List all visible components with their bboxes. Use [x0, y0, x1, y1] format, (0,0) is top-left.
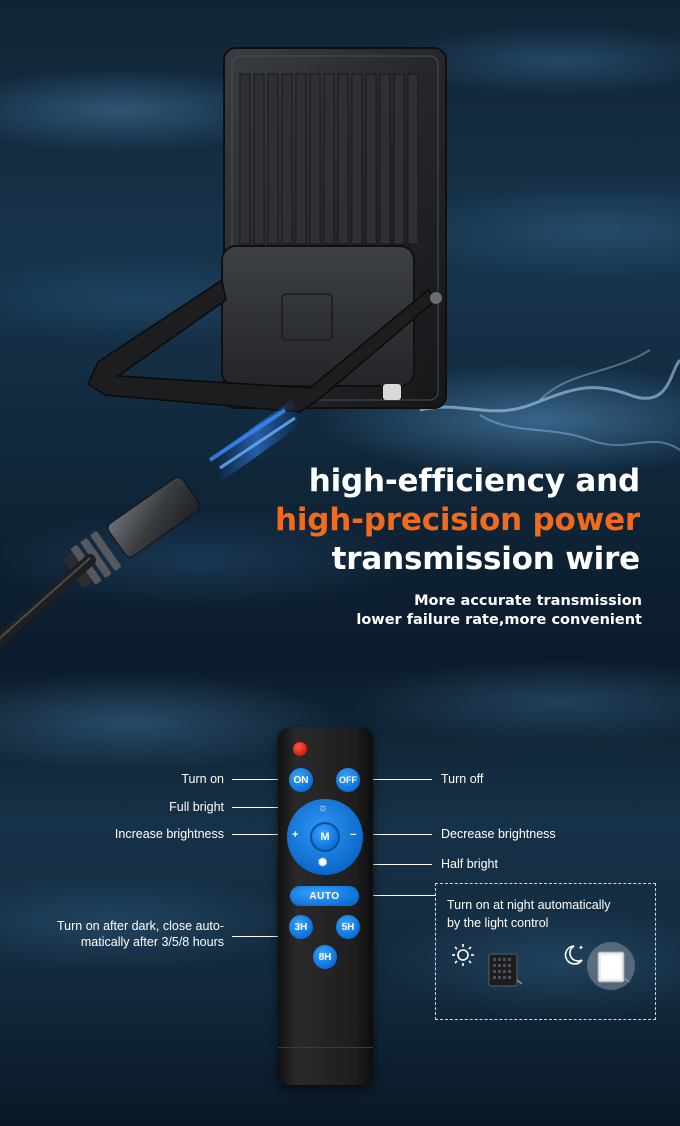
- auto-line-1: Turn on at night automatically: [447, 898, 611, 912]
- leader-increase: [232, 834, 294, 835]
- headline-line-1: high-efficiency and: [308, 463, 640, 499]
- leader-decrease: [356, 834, 432, 835]
- label-full-bright: Full bright: [169, 800, 224, 814]
- remote-control-section: ON OFF ☼ + − ✺ M AUTO 3H 5H 8H Turn on T…: [0, 662, 680, 1126]
- lamp-on-icon: [587, 942, 635, 990]
- label-turn-on: Turn on: [181, 772, 224, 786]
- on-button[interactable]: ON: [289, 768, 313, 792]
- label-timer-line-2: matically after 3/5/8 hours: [80, 935, 224, 949]
- label-turn-off: Turn off: [441, 772, 484, 786]
- subheadline-line-1: More accurate transmission: [414, 593, 642, 609]
- leader-full-bright: [232, 807, 320, 808]
- remote-seam: [278, 1047, 373, 1048]
- plus-button[interactable]: +: [292, 829, 299, 841]
- remote-control: ON OFF ☼ + − ✺ M AUTO 3H 5H 8H: [278, 727, 373, 1085]
- leader-turn-off: [360, 779, 432, 780]
- label-decrease-brightness: Decrease brightness: [441, 827, 556, 841]
- moon-icon: ✦: [564, 944, 584, 965]
- label-timer: Turn on after dark, close auto- maticall…: [57, 918, 224, 950]
- auto-mode-description: Turn on at night automatically by the li…: [447, 896, 611, 932]
- brightness-dpad: ☼ + − ✺ M: [287, 799, 363, 875]
- subheadline-line-2: lower failure rate,more convenient: [356, 612, 642, 628]
- headline: high-efficiency and high-precision power…: [275, 462, 640, 579]
- auto-line-2: by the light control: [447, 916, 549, 930]
- leader-auto: [358, 895, 436, 896]
- timer-8h-button[interactable]: 8H: [313, 945, 337, 969]
- headline-line-2: high-precision power: [274, 502, 640, 538]
- product-section-wire: high-efficiency and high-precision power…: [0, 0, 680, 662]
- full-bright-icon[interactable]: ☼: [318, 802, 329, 814]
- day-night-illustration: ✦: [452, 942, 635, 990]
- leader-turn-on: [232, 779, 292, 780]
- lightning-glow: [420, 349, 680, 451]
- subheadline: More accurate transmission lower failure…: [356, 592, 642, 630]
- half-bright-icon[interactable]: ✺: [318, 857, 328, 869]
- mode-button[interactable]: M: [310, 822, 340, 852]
- timer-5h-button[interactable]: 5H: [336, 915, 360, 939]
- power-indicator[interactable]: [293, 742, 307, 756]
- off-button[interactable]: OFF: [336, 768, 360, 792]
- leader-half-bright: [328, 864, 432, 865]
- auto-mode-callout: Turn on at night automatically by the li…: [435, 883, 656, 1020]
- timer-3h-button[interactable]: 3H: [289, 915, 313, 939]
- headline-line-3: transmission wire: [331, 541, 641, 577]
- lamp-off-icon: [488, 953, 523, 987]
- label-timer-line-1: Turn on after dark, close auto-: [57, 919, 224, 933]
- floodlight-product-image: [0, 47, 447, 646]
- svg-text:✦: ✦: [578, 944, 584, 952]
- label-half-bright: Half bright: [441, 857, 498, 871]
- label-increase-brightness: Increase brightness: [114, 827, 224, 841]
- minus-button[interactable]: −: [350, 829, 357, 841]
- sun-icon: [452, 944, 474, 966]
- leader-timer: [232, 936, 294, 937]
- auto-button[interactable]: AUTO: [290, 886, 359, 906]
